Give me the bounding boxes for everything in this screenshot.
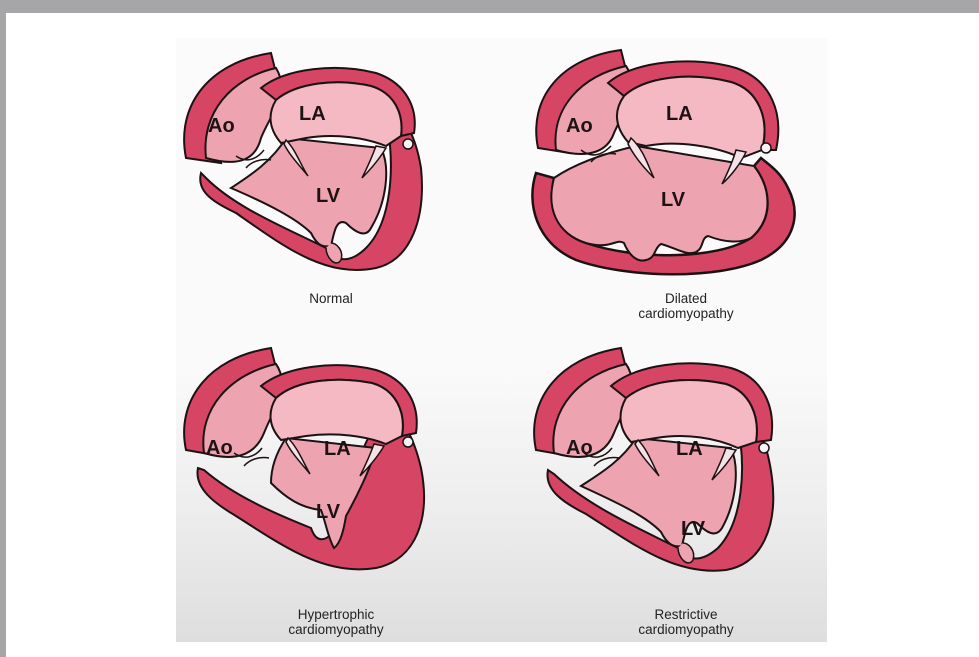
heart-hypertrophic-drawing	[176, 338, 476, 638]
heart-hypertrophic: Ao LA LV Hypertrophic cardiomyopathy	[176, 338, 476, 638]
heart-dilated: Ao LA LV Dilated cardiomyopathy	[526, 38, 826, 338]
label-lv: LV	[316, 186, 340, 206]
coronary-vessel	[403, 437, 413, 447]
label-la: LA	[666, 104, 693, 124]
coronary-vessel	[761, 143, 771, 153]
label-la: LA	[676, 439, 703, 459]
caption-hypertrophic: Hypertrophic cardiomyopathy	[236, 607, 436, 637]
label-ao: Ao	[566, 116, 593, 136]
heart-normal: Ao LA LV Normal	[176, 38, 476, 338]
heart-restrictive: Ao LA LV Restrictive cardiomyopathy	[526, 338, 826, 638]
coronary-vessel	[759, 443, 769, 453]
caption-normal: Normal	[256, 291, 406, 306]
label-ao: Ao	[206, 438, 233, 458]
coronary-vessel	[403, 139, 413, 149]
cardiomyopathy-figure: Ao LA LV Normal Ao LA LV Dilated cardiom…	[176, 38, 827, 642]
label-la: LA	[324, 439, 351, 459]
label-lv: LV	[661, 190, 685, 210]
caption-dilated: Dilated cardiomyopathy	[586, 291, 786, 321]
label-ao: Ao	[208, 116, 235, 136]
label-la: LA	[299, 104, 326, 124]
caption-restrictive: Restrictive cardiomyopathy	[586, 607, 786, 637]
lv-chamber	[231, 138, 386, 246]
la-chamber	[271, 380, 403, 444]
label-ao: Ao	[566, 438, 593, 458]
heart-restrictive-drawing	[526, 338, 826, 638]
la-chamber	[271, 82, 402, 146]
label-lv: LV	[681, 519, 705, 539]
label-lv: LV	[316, 502, 340, 522]
